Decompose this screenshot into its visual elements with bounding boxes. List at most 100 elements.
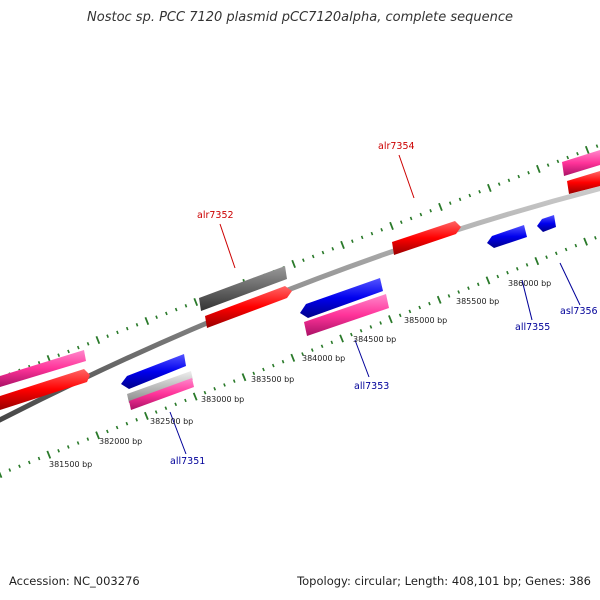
minor-tick [576, 151, 579, 156]
minor-tick [418, 305, 422, 310]
minor-tick [330, 340, 334, 345]
minor-tick [115, 425, 119, 430]
bp-label: 386000 bp [508, 279, 551, 288]
cds-feature-all7355[interactable] [487, 225, 527, 248]
major-tick [583, 237, 588, 246]
minor-tick [184, 398, 187, 403]
minor-tick [106, 429, 109, 434]
gene-feature-all7351-pink[interactable] [129, 378, 194, 410]
minor-tick [57, 449, 60, 453]
minor-tick [116, 330, 119, 335]
minor-tick [76, 345, 80, 350]
minor-tick [311, 254, 315, 259]
major-tick [487, 183, 492, 193]
minor-tick [302, 258, 305, 262]
major-tick [584, 145, 590, 155]
bp-label: 383000 bp [201, 395, 244, 404]
cds-feature-all7353[interactable] [300, 278, 383, 318]
major-tick [192, 392, 198, 401]
minor-tick [125, 421, 129, 426]
minor-tick [380, 228, 384, 232]
minor-tick [496, 274, 500, 279]
bp-label: 384500 bp [353, 335, 396, 344]
minor-tick [27, 460, 31, 465]
gene-label-all7353[interactable]: all7353 [354, 381, 389, 392]
minor-tick [369, 325, 373, 329]
minor-tick [18, 464, 21, 469]
plasmid-backbone [0, 186, 600, 423]
minor-tick [174, 402, 178, 407]
minor-tick [321, 250, 325, 255]
minor-tick [564, 247, 568, 252]
minor-tick [66, 445, 70, 449]
gene-label-alr7354[interactable]: alr7354 [378, 141, 415, 152]
minor-tick [8, 468, 12, 472]
cds-feature-left-red[interactable] [0, 369, 90, 410]
cds-feature-right-red[interactable] [567, 171, 600, 194]
pseudo-feature-alr7352[interactable] [199, 266, 287, 311]
minor-tick [310, 348, 314, 352]
cds-feature-asl7356[interactable] [537, 215, 556, 232]
minor-tick [350, 332, 353, 337]
major-tick [241, 373, 247, 382]
minor-tick [595, 144, 599, 148]
major-tick [46, 450, 52, 459]
gene-label-all7351[interactable]: all7351 [170, 456, 205, 467]
gene-feature-left-pink[interactable] [0, 350, 86, 387]
major-tick [144, 411, 149, 420]
bp-ruler-labels: 381500 bp 382000 bp 382500 bp 383000 bp … [49, 279, 551, 469]
minor-tick [135, 418, 138, 422]
minor-tick [379, 321, 382, 325]
minor-tick [566, 155, 570, 160]
minor-tick [545, 255, 548, 259]
minor-tick [135, 323, 139, 327]
gene-label-all7355[interactable]: all7355 [515, 322, 550, 333]
minor-tick [203, 390, 207, 395]
gene-label-asl7356[interactable]: asl7356 [560, 306, 598, 317]
minor-tick [223, 383, 226, 387]
minor-tick [57, 353, 61, 357]
minor-tick [556, 159, 560, 164]
gene-feature-right-pink[interactable] [562, 150, 600, 176]
leader-line-alr7352 [219, 223, 236, 269]
gene-label-alr7352[interactable]: alr7352 [197, 210, 234, 221]
leader-line-all7355 [521, 279, 533, 321]
bp-label: 383500 bp [251, 375, 294, 384]
minor-tick [86, 437, 90, 441]
minor-tick [165, 311, 168, 316]
leader-line-alr7354 [398, 154, 415, 199]
cds-feature-all7351[interactable] [121, 354, 186, 389]
minor-tick [67, 349, 70, 354]
cds-feature-alr7352[interactable] [205, 286, 292, 328]
minor-tick [497, 182, 501, 186]
minor-tick [232, 379, 236, 383]
minor-tick [154, 410, 158, 414]
cds-feature-alr7354[interactable] [392, 221, 461, 255]
gene-feature-all7353[interactable] [304, 294, 389, 336]
minor-tick [174, 307, 178, 312]
minor-tick [457, 290, 461, 294]
minor-tick [184, 304, 188, 308]
minor-tick [468, 193, 472, 198]
minor-tick [507, 178, 511, 183]
minor-tick [125, 326, 129, 331]
major-tick [340, 240, 345, 250]
minor-tick [546, 163, 550, 167]
minor-tick [574, 243, 578, 248]
leader-line-all7351 [169, 411, 187, 455]
minor-tick [594, 236, 597, 240]
leader-line-asl7356 [559, 262, 581, 306]
minor-tick [408, 309, 412, 314]
minor-tick [213, 387, 217, 391]
minor-tick [359, 328, 363, 333]
minor-tick [398, 313, 402, 318]
major-tick [193, 297, 199, 307]
major-tick [388, 315, 393, 324]
bp-label: 385000 bp [404, 316, 447, 325]
major-tick [144, 316, 150, 326]
bp-label: 382500 bp [150, 417, 193, 426]
leader-line-all7353 [354, 339, 370, 378]
minor-tick [476, 282, 480, 287]
gene-feature-all7351-gray[interactable] [127, 371, 193, 403]
